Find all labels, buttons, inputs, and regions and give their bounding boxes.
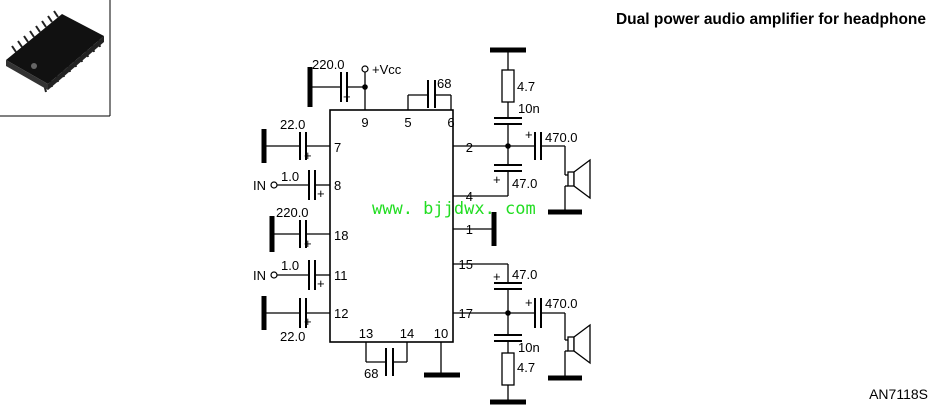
speaker-2-cone	[573, 323, 591, 365]
vcc-label: +Vcc	[372, 62, 402, 77]
cap-vcc-value: 220.0	[312, 57, 345, 72]
cap-pin18-value: 220.0	[276, 205, 309, 220]
cap-boot-bot-polarity: +	[493, 269, 501, 284]
input-2-terminal	[270, 271, 278, 279]
output-2-network: + 47.0 + 470.0 10n 4.7	[453, 263, 591, 405]
chip-package-image	[0, 0, 111, 117]
cap-pin13-14-value: 68	[364, 366, 378, 381]
input-2-label: IN	[253, 268, 266, 283]
cap-pin12-value: 22.0	[280, 329, 305, 344]
pin-label-7: 7	[334, 140, 341, 155]
pin-label-12: 12	[334, 306, 348, 321]
vcc-terminal	[361, 65, 369, 73]
cap-pin11-value: 1.0	[281, 258, 299, 273]
cap-out-top-polarity: +	[525, 127, 533, 142]
cap-pin18: 220.0 +	[269, 205, 330, 252]
cap-10n-top-value: 10n	[518, 101, 540, 116]
cap-pin13-14: 68	[364, 342, 408, 381]
cap-vcc-polarity: +	[343, 89, 351, 104]
input-1: IN 1.0 +	[253, 169, 330, 201]
pin-label-11: 11	[334, 268, 348, 283]
part-number: AN7118S	[869, 386, 928, 402]
resistor-bot-value: 4.7	[517, 360, 535, 375]
cap-boot-top-polarity: +	[493, 172, 501, 187]
cap-pin7: 22.0 +	[261, 117, 330, 163]
resistor-top	[501, 69, 515, 103]
cap-pin11-polarity: +	[317, 276, 325, 291]
cap-10n-bot-value: 10n	[518, 340, 540, 355]
cap-pin5-6: 68	[407, 76, 452, 110]
pin-label-14: 14	[400, 326, 414, 341]
input-1-terminal	[270, 181, 278, 189]
speaker-2-icon	[567, 336, 575, 352]
resistor-bottom	[501, 352, 515, 386]
input-2: IN 1.0 +	[253, 258, 330, 291]
cap-out-bot-value: 470.0	[545, 296, 578, 311]
cap-pin18-polarity: +	[304, 236, 312, 251]
cap-pin8-value: 1.0	[281, 169, 299, 184]
cap-pin8-polarity: +	[317, 186, 325, 201]
speaker-1-icon	[567, 171, 575, 187]
pin-label-9: 9	[361, 115, 368, 130]
cap-out-top-value: 470.0	[545, 130, 578, 145]
cap-pin12-polarity: +	[304, 314, 312, 329]
pin-label-8: 8	[334, 178, 341, 193]
output-1-network: 4.7 10n + 470.0 + 47.0	[453, 47, 591, 246]
pin-label-2: 2	[466, 140, 473, 155]
speaker-1-cone	[573, 158, 591, 200]
vcc-network: +Vcc 220.0 +	[307, 57, 402, 110]
resistor-top-value: 4.7	[517, 79, 535, 94]
pin-label-6: 6	[447, 115, 454, 130]
input-1-label: IN	[253, 178, 266, 193]
ground-pin10	[424, 342, 460, 378]
cap-boot-top-value: 47.0	[512, 176, 537, 191]
watermark: www. bjjdwx. com	[372, 199, 536, 219]
pin-label-5: 5	[404, 115, 411, 130]
page-title: Dual power audio amplifier for headphone	[616, 11, 926, 28]
cap-pin12: 22.0 +	[261, 296, 330, 344]
ic-body	[329, 109, 454, 343]
pin-label-10: 10	[434, 326, 448, 341]
pin-label-13: 13	[359, 326, 373, 341]
cap-pin5-6-value: 68	[437, 76, 451, 91]
cap-out-bot-polarity: +	[525, 295, 533, 310]
pin-label-18: 18	[334, 228, 348, 243]
cap-pin7-value: 22.0	[280, 117, 305, 132]
cap-boot-bot-value: 47.0	[512, 267, 537, 282]
cap-pin7-polarity: +	[304, 148, 312, 163]
